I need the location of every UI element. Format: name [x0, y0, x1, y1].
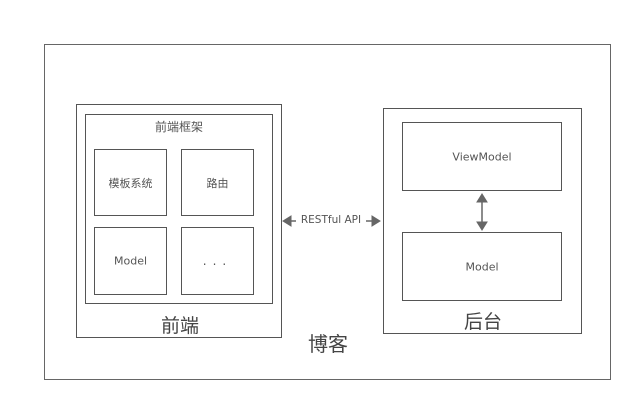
frontend-label: 前端 [160, 315, 199, 337]
backend-model-box: Model [402, 232, 562, 301]
backend-viewmodel-label: ViewModel [452, 150, 512, 163]
module-more: ... [181, 227, 254, 295]
module-template-system: 模板系统 [94, 149, 167, 216]
module-router-label: 路由 [206, 176, 229, 190]
backend-viewmodel-box: ViewModel [402, 122, 562, 191]
module-more-label: ... [202, 254, 233, 268]
module-template-system-label: 模板系统 [108, 176, 153, 190]
backend-model-label: Model [465, 260, 499, 273]
module-model-label: Model [113, 254, 148, 268]
module-router: 路由 [181, 149, 254, 216]
backend-label: 后台 [463, 311, 502, 333]
restful-api-label: RESTful API [296, 214, 366, 226]
blog-label: 博客 [308, 332, 348, 356]
viewmodel-model-arrow [476, 193, 488, 231]
frontend-framework-label: 前端框架 [154, 120, 203, 134]
module-model: Model [94, 227, 167, 295]
restful-api-arrow [282, 215, 381, 227]
